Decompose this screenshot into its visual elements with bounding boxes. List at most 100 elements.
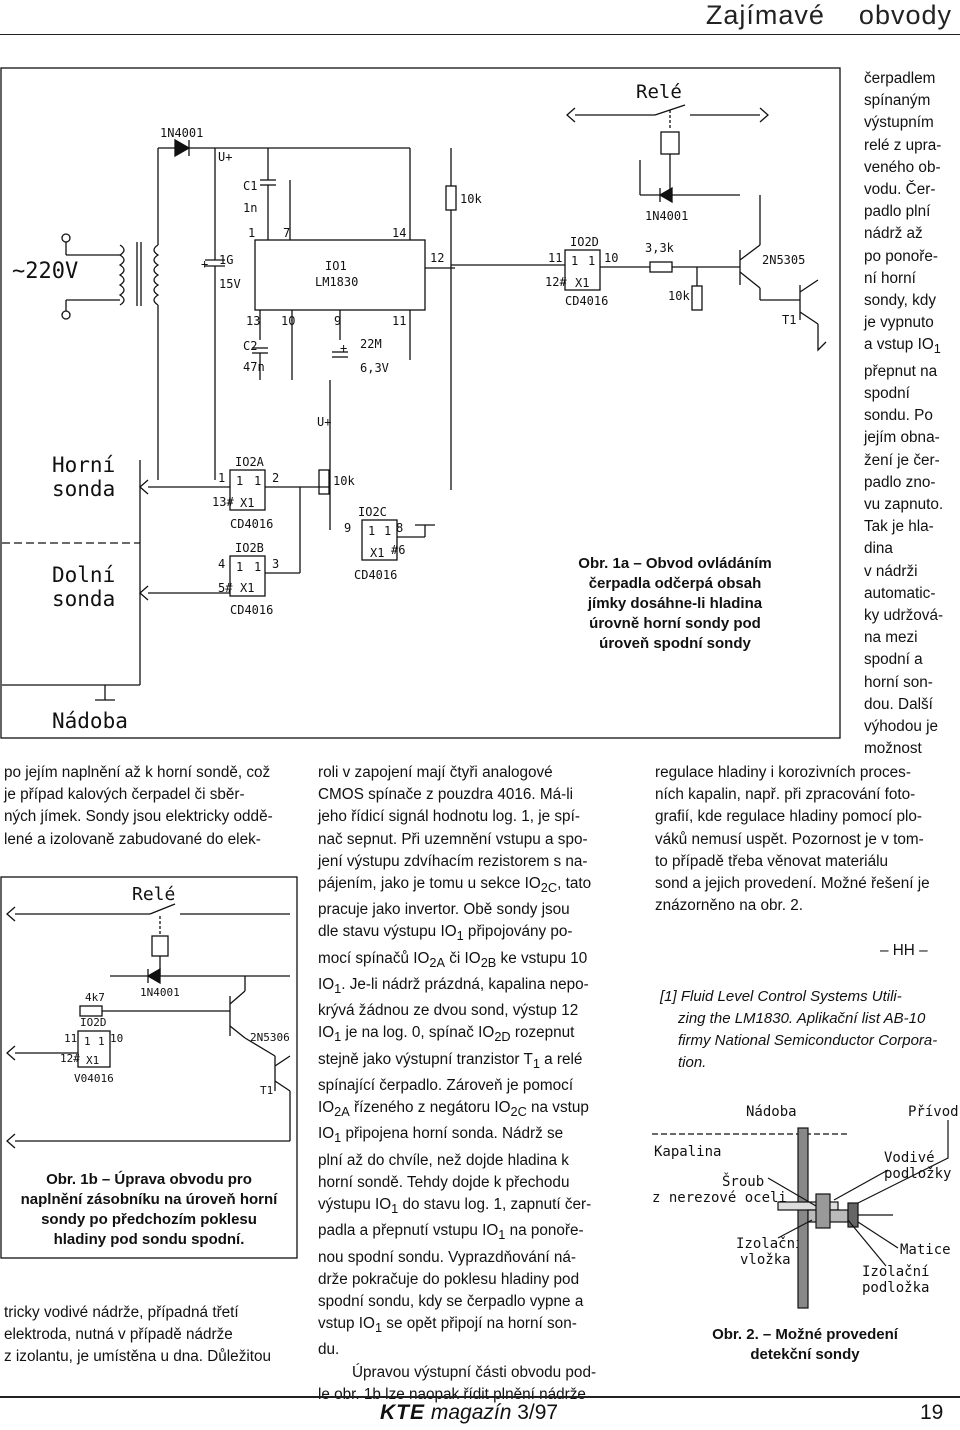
svg-text:Přívod: Přívod: [908, 1104, 959, 1120]
svg-text:1: 1: [254, 560, 261, 574]
svg-text:U+: U+: [218, 150, 232, 164]
svg-text:C2: C2: [243, 339, 257, 353]
svg-text:2: 2: [272, 471, 279, 485]
figure-1b-frame: [0, 876, 298, 1259]
svg-text:11: 11: [64, 1032, 77, 1045]
switch-io2d: [564, 249, 601, 291]
column-2-body: roli v zapojení mají čtyři analogové CMO…: [318, 764, 597, 1403]
svg-text:15V: 15V: [219, 277, 241, 291]
svg-text:Nádoba: Nádoba: [746, 1104, 797, 1120]
svg-text:#6: #6: [391, 543, 405, 557]
svg-text:C1: C1: [243, 179, 257, 193]
footer-brand: KTE: [380, 1401, 425, 1424]
svg-text:3,3k: 3,3k: [645, 241, 675, 255]
svg-text:1: 1: [236, 560, 243, 574]
diode-1n4001-b: [658, 186, 673, 204]
svg-text:4k7: 4k7: [85, 991, 105, 1004]
svg-text:1: 1: [384, 524, 391, 538]
svg-text:1: 1: [368, 524, 375, 538]
svg-text:X1: X1: [240, 496, 254, 510]
svg-text:IO2A: IO2A: [235, 455, 265, 469]
svg-text:1N4001: 1N4001: [645, 209, 688, 223]
svg-text:CD4016: CD4016: [230, 517, 273, 531]
svg-text:IO2B: IO2B: [235, 541, 264, 555]
svg-text:U+: U+: [317, 415, 331, 429]
svg-text:14: 14: [392, 226, 406, 240]
probe-lower-label-1: Dolní: [52, 563, 115, 587]
svg-text:CD4016: CD4016: [565, 294, 608, 308]
svg-text:z nerezové oceli: z nerezové oceli: [652, 1190, 787, 1206]
svg-text:1: 1: [218, 471, 225, 485]
column-1-paragraph-1: po jejím naplnění až k horní sondě, což …: [4, 764, 273, 848]
svg-text:11: 11: [548, 251, 562, 265]
footer-magazine: KTE magazín 3/97: [380, 1401, 558, 1425]
bolt: [815, 1193, 831, 1229]
figure-1a-frame: [0, 67, 841, 739]
resistor-10k-top: [445, 185, 457, 211]
switch-io2d-1b: [77, 1030, 111, 1068]
svg-text:10k: 10k: [460, 192, 482, 206]
column-3-wide: regulace hladiny i korozivních proces- n…: [655, 764, 930, 915]
svg-text:5#: 5#: [218, 581, 233, 595]
svg-text:4: 4: [218, 557, 225, 571]
header-word-2: obvody: [858, 0, 952, 30]
svg-text:1: 1: [588, 254, 595, 268]
transformer-primary: [118, 244, 125, 306]
svg-text:1: 1: [571, 254, 578, 268]
author-signature: – HH –: [880, 942, 928, 959]
svg-text:Relé: Relé: [132, 884, 175, 905]
svg-text:10k: 10k: [333, 474, 355, 488]
svg-text:1N4001: 1N4001: [160, 126, 203, 140]
figure-1a-schematic: ~220V 1N4001 U+ + 1G 15V C1 1n 1 7 14 12…: [0, 67, 841, 739]
mains-label: ~220V: [12, 259, 78, 284]
header-rule: [0, 34, 960, 35]
figure-2-probe-diagram: Nádoba Přívod Kapalina Šroub z nerezové …: [652, 1104, 959, 1309]
svg-text:6,3V: 6,3V: [360, 361, 389, 375]
svg-text:1: 1: [98, 1035, 105, 1048]
footer-issue: 3/97: [517, 1401, 559, 1424]
nut: [847, 1202, 859, 1228]
relay-label: Relé: [636, 81, 682, 103]
caption-figure-2: Obr. 2. – Možné provedení detekční sondy: [712, 1326, 898, 1363]
svg-text:X1: X1: [86, 1054, 99, 1067]
probe-upper-label-2: sonda: [52, 477, 115, 501]
switch-io2b: [229, 555, 266, 597]
resistor-10k-right: [691, 285, 703, 311]
svg-text:7: 7: [283, 226, 290, 240]
svg-text:1n: 1n: [243, 201, 257, 215]
svg-text:10: 10: [281, 314, 295, 328]
svg-text:9: 9: [334, 314, 341, 328]
svg-text:podložky: podložky: [884, 1166, 951, 1182]
mains-terminal-bottom: [61, 310, 71, 320]
svg-text:LM1830: LM1830: [315, 275, 358, 289]
transformer-secondary: [153, 244, 160, 306]
svg-text:13: 13: [246, 314, 260, 328]
svg-text:22M: 22M: [360, 337, 382, 351]
svg-text:IO1: IO1: [325, 259, 347, 273]
figure-1b-schematic: Relé 1N4001 4k7 IO2D 11 1 1 10 12# X1 V0…: [0, 876, 298, 1259]
svg-text:IO2D: IO2D: [80, 1016, 107, 1029]
svg-text:+: +: [340, 341, 347, 355]
svg-text:Izolační: Izolační: [736, 1236, 803, 1252]
svg-text:12#: 12#: [545, 275, 567, 289]
svg-text:3: 3: [272, 557, 279, 571]
svg-text:vložka: vložka: [740, 1252, 791, 1268]
svg-text:Izolační: Izolační: [862, 1264, 929, 1280]
svg-text:+: +: [201, 257, 208, 271]
column-1-paragraph-2: tricky vodivé nádrže, případná třetí ele…: [4, 1304, 272, 1366]
svg-text:Vodivé: Vodivé: [884, 1150, 935, 1166]
reference-list: [1] Fluid Level Control Systems Utili- z…: [660, 988, 938, 1071]
resistor-4k7: [79, 1005, 103, 1017]
resistor-3k3: [649, 261, 673, 273]
relay-coil: [660, 131, 680, 155]
footer-rule: [0, 1396, 960, 1398]
svg-text:CD4016: CD4016: [230, 603, 273, 617]
mains-terminal-top: [61, 233, 71, 243]
svg-text:Šroub: Šroub: [722, 1172, 764, 1190]
relay-coil-1b: [151, 935, 169, 957]
svg-text:11: 11: [392, 314, 406, 328]
svg-text:Kapalina: Kapalina: [654, 1144, 721, 1160]
svg-text:10: 10: [110, 1032, 123, 1045]
